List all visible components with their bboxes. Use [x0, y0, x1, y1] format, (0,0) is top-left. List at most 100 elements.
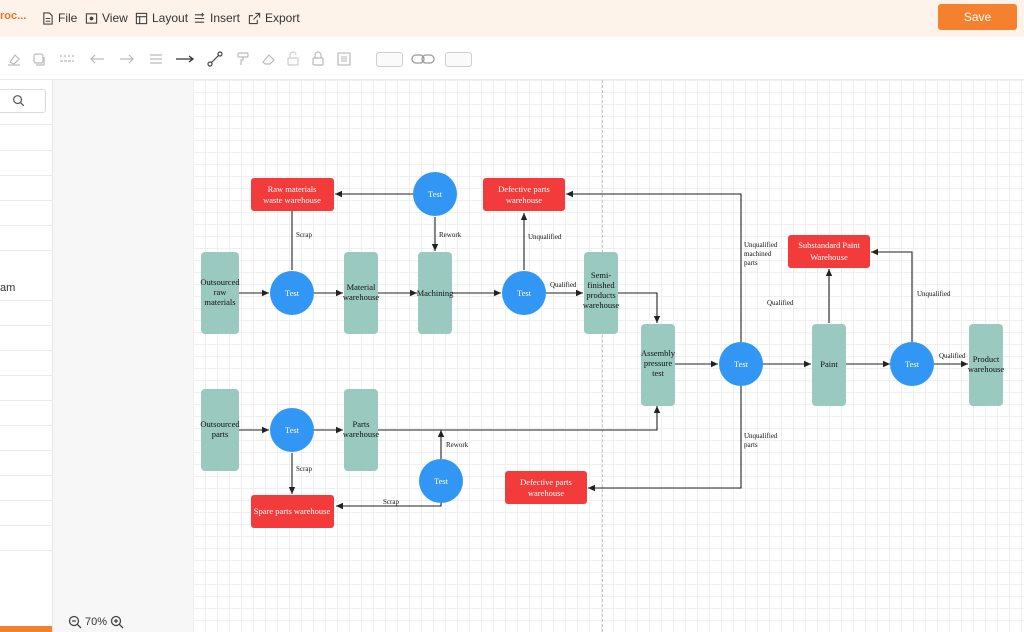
- export-icon: [248, 12, 261, 24]
- zoom-out-icon[interactable]: [68, 615, 82, 629]
- edge: [871, 248, 913, 342]
- save-button[interactable]: Save: [938, 4, 1017, 30]
- svg-text:Test: Test: [434, 476, 449, 486]
- line-style-icon[interactable]: [59, 51, 75, 67]
- lock-icon[interactable]: [310, 51, 326, 67]
- flowchart-diagram[interactable]: .e { fill:none; stroke:#222; stroke-widt…: [53, 80, 1024, 632]
- sidebar-row[interactable]: [0, 476, 52, 501]
- app-title[interactable]: roc...: [0, 10, 27, 22]
- edge-label: Scrap: [296, 231, 312, 239]
- search-input[interactable]: [0, 89, 46, 113]
- canvas-area[interactable]: .e { fill:none; stroke:#222; stroke-widt…: [53, 80, 1024, 632]
- menu-layout[interactable]: Layout: [135, 9, 188, 27]
- test-node-rework[interactable]: Test: [413, 172, 457, 216]
- sidebar-row[interactable]: [0, 151, 52, 176]
- warehouse-node-spare-parts[interactable]: Spare parts warehouse: [251, 495, 334, 528]
- menu-export[interactable]: Export: [248, 9, 300, 27]
- sidebar-row[interactable]: [0, 401, 52, 426]
- sidebar-row[interactable]: [0, 376, 52, 401]
- test-node-assembly[interactable]: Test: [719, 342, 763, 386]
- sidebar-row[interactable]: [0, 501, 52, 526]
- svg-text:Test: Test: [428, 189, 443, 199]
- test-node-parts[interactable]: Test: [270, 408, 314, 452]
- top-menu-bar: roc... File View Layout Insert Export Sa…: [0, 0, 1024, 37]
- unlock-icon[interactable]: [285, 51, 301, 67]
- svg-text:Spare parts warehouse: Spare parts warehouse: [254, 506, 331, 516]
- test-node-raw[interactable]: Test: [270, 271, 314, 315]
- layout-icon: [135, 12, 148, 24]
- process-node-paint[interactable]: Paint: [812, 324, 846, 406]
- link-icon[interactable]: [411, 51, 435, 67]
- menu-view-label: View: [102, 11, 128, 25]
- sidebar-row[interactable]: am: [0, 276, 52, 301]
- edge-label: Scrap: [296, 465, 312, 473]
- arrow-right-icon[interactable]: [119, 51, 135, 67]
- svg-text:Test: Test: [285, 425, 300, 435]
- arrow-left-icon[interactable]: [89, 51, 105, 67]
- shadow-icon[interactable]: [31, 51, 47, 67]
- process-node-machining[interactable]: Machining: [417, 252, 455, 334]
- edge: [566, 190, 742, 342]
- waypoint-icon[interactable]: [207, 51, 223, 67]
- search-icon[interactable]: [12, 94, 25, 107]
- menu-insert[interactable]: Insert: [193, 9, 240, 27]
- menu-file-label: File: [58, 11, 78, 25]
- page-break-line: [602, 80, 603, 632]
- line-weight-icon[interactable]: [148, 51, 164, 67]
- menu-file[interactable]: File: [41, 9, 77, 27]
- zoom-in-icon[interactable]: [110, 615, 124, 629]
- menu-view[interactable]: View: [85, 9, 128, 27]
- sidebar-row[interactable]: [0, 301, 52, 326]
- edge-label-unqualified-parts: Unqualified parts: [744, 432, 779, 449]
- connector-arrow-icon[interactable]: [175, 51, 195, 67]
- align-button[interactable]: [376, 52, 403, 67]
- sidebar-row[interactable]: [0, 426, 52, 451]
- test-node-machining[interactable]: Test: [502, 271, 546, 315]
- distribute-button[interactable]: [445, 52, 472, 67]
- sidebar-row[interactable]: [0, 100, 52, 125]
- sidebar-row[interactable]: [0, 201, 52, 226]
- insert-icon: [194, 12, 205, 23]
- diagram-page[interactable]: [193, 80, 1024, 632]
- sidebar-action-bar[interactable]: [0, 626, 52, 632]
- format-painter-icon[interactable]: [235, 51, 251, 67]
- edge-label: Rework: [439, 231, 462, 239]
- svg-text:Machining: Machining: [417, 288, 455, 298]
- sidebar-row[interactable]: [0, 451, 52, 476]
- fill-color-icon[interactable]: [6, 51, 22, 67]
- sidebar-row[interactable]: [0, 526, 52, 551]
- edge-label: Scrap: [383, 498, 399, 506]
- menu-export-label: Export: [265, 11, 300, 25]
- svg-text:Test: Test: [517, 288, 532, 298]
- sidebar-row[interactable]: [0, 351, 52, 376]
- sidebar-row[interactable]: [0, 226, 52, 251]
- sidebar-row[interactable]: [0, 326, 52, 351]
- edge: [617, 292, 661, 323]
- edge-label-line: machined: [744, 250, 772, 258]
- svg-text:Test: Test: [734, 359, 749, 369]
- sidebar-row[interactable]: [0, 126, 52, 151]
- group-icon[interactable]: [336, 51, 352, 67]
- test-node-paint[interactable]: Test: [890, 342, 934, 386]
- menu-insert-label: Insert: [210, 11, 241, 25]
- eraser-icon[interactable]: [260, 51, 276, 67]
- test-node-spare[interactable]: Test: [419, 459, 463, 503]
- sidebar-row[interactable]: [0, 176, 52, 201]
